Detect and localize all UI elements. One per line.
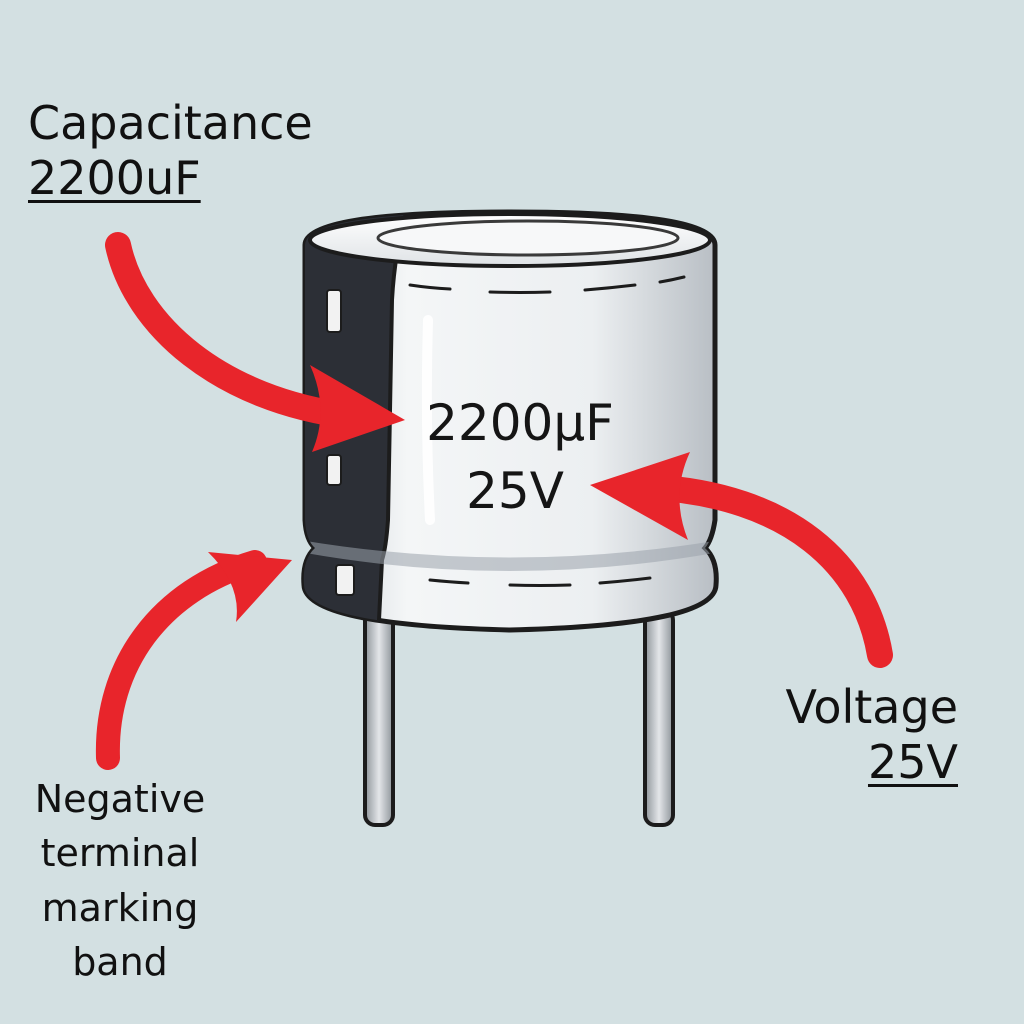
capacitance-value: 2200uF	[28, 151, 201, 206]
negative-band-arrow-icon	[95, 550, 292, 770]
voltage-callout: Voltage 25V	[785, 680, 958, 790]
capacitor-icon: 2200µF 25V	[301, 209, 719, 827]
capacitance-title: Capacitance	[28, 96, 313, 150]
capacitor-voltage-marking: 25V	[466, 462, 564, 520]
negative-band-line: Negative	[34, 777, 206, 821]
capacitor-capacitance-marking: 2200µF	[426, 394, 614, 452]
negative-band-line: marking	[41, 885, 199, 930]
right-lead	[643, 608, 675, 827]
negative-band-line: band	[72, 939, 168, 984]
negative-band-callout: Negative terminal marking band	[10, 772, 230, 989]
capacitance-arrow-icon	[105, 232, 405, 452]
voltage-arrow-icon	[590, 452, 893, 668]
left-lead	[363, 608, 395, 827]
minus-mark	[326, 289, 342, 333]
voltage-title: Voltage	[785, 680, 958, 734]
voltage-value: 25V	[867, 735, 958, 790]
capacitance-callout: Capacitance 2200uF	[28, 96, 313, 206]
minus-mark	[326, 454, 342, 486]
negative-band-line: terminal	[40, 831, 200, 876]
minus-mark	[335, 564, 355, 596]
